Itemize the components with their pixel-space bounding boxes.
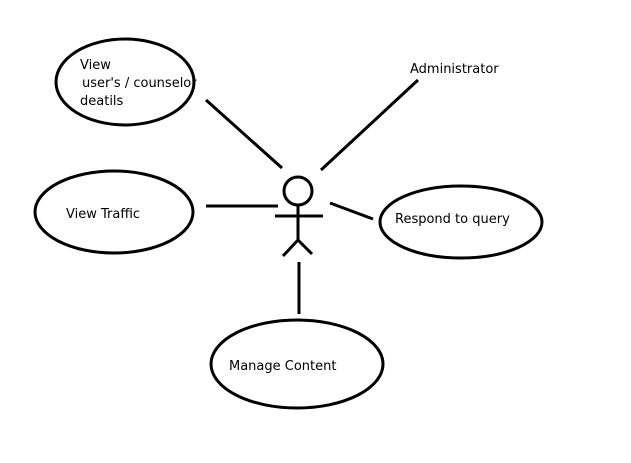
use-case-view-traffic-ellipse bbox=[33, 169, 195, 255]
association-view-details bbox=[204, 98, 284, 170]
association-administrator-label bbox=[319, 78, 420, 172]
actor-head bbox=[282, 175, 314, 207]
actor-left-leg bbox=[281, 238, 300, 258]
use-case-view-details-line3: deatils bbox=[80, 94, 124, 109]
use-case-view-details-line1: View bbox=[80, 58, 111, 73]
association-respond-query bbox=[329, 201, 374, 221]
actor-figure bbox=[275, 175, 323, 258]
use-case-manage-content-label: Manage Content bbox=[229, 359, 336, 374]
use-case-respond-query: Respond to query bbox=[378, 184, 544, 260]
use-case-manage-content: Manage Content bbox=[209, 318, 385, 410]
use-case-view-traffic-label: View Traffic bbox=[66, 207, 140, 222]
use-case-view-details-ellipse bbox=[54, 37, 196, 127]
use-case-respond-query-ellipse bbox=[378, 184, 544, 260]
use-case-view-details-line2: user's / counselor bbox=[82, 76, 197, 91]
use-case-view-details: View user's / counselor deatils bbox=[54, 37, 197, 127]
use-case-respond-query-label: Respond to query bbox=[395, 212, 510, 227]
use-case-manage-content-ellipse bbox=[209, 318, 385, 410]
use-case-view-traffic: View Traffic bbox=[33, 169, 195, 255]
actor-label: Administrator bbox=[410, 62, 499, 77]
actor-right-leg bbox=[296, 238, 314, 256]
